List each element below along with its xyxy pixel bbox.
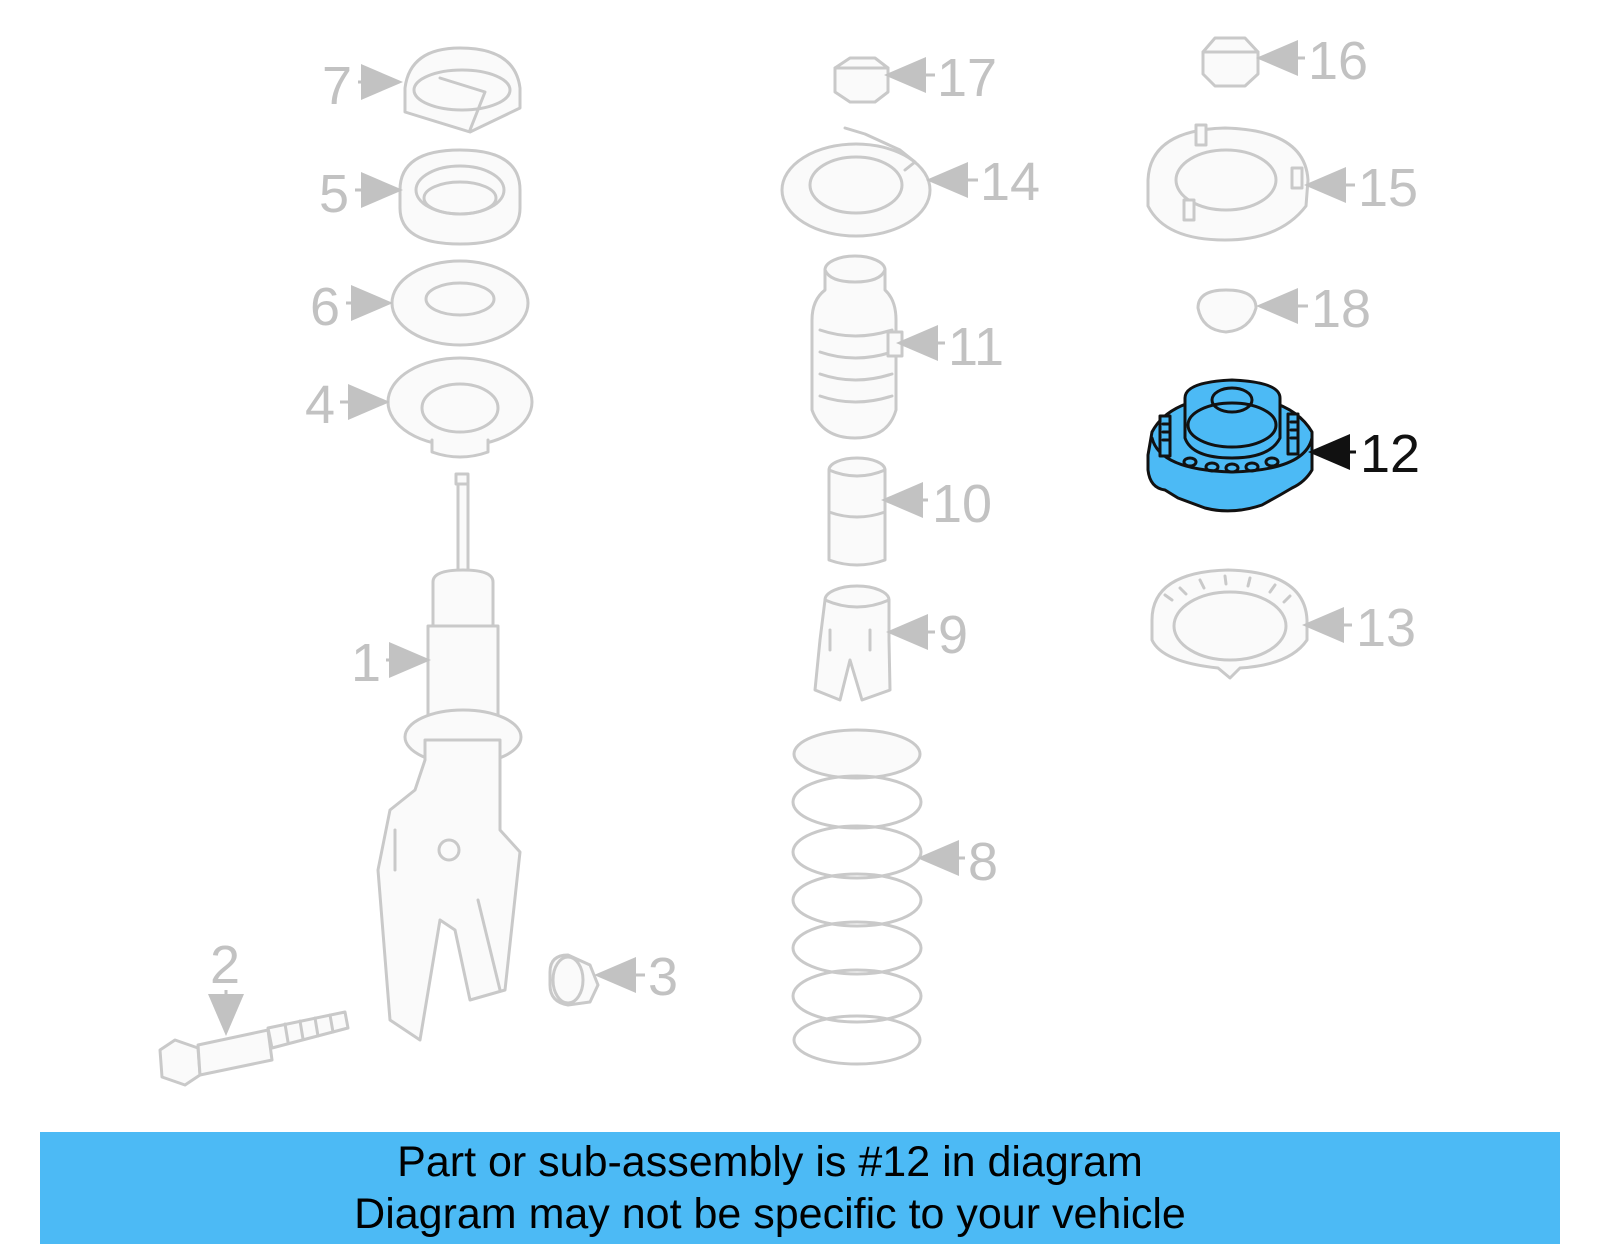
callout-3: 3 <box>648 947 678 1007</box>
callout-6: 6 <box>310 277 340 337</box>
part-10-bump-stop[interactable] <box>827 456 887 567</box>
callout-10: 10 <box>932 474 992 534</box>
callout-18: 18 <box>1311 279 1371 339</box>
part-4-cup[interactable] <box>386 356 534 459</box>
callout-9: 9 <box>938 605 968 665</box>
part-12-strut-mount-highlighted[interactable] <box>1146 378 1314 513</box>
part-2-bolt[interactable] <box>158 1010 350 1087</box>
callout-12: 12 <box>1360 424 1420 484</box>
part-18-cap[interactable] <box>1196 288 1258 334</box>
callout-8: 8 <box>968 832 998 892</box>
banner-line-2: Diagram may not be specific to your vehi… <box>354 1190 1186 1238</box>
callout-11: 11 <box>948 317 1004 377</box>
part-17-nut[interactable] <box>833 56 890 104</box>
callout-arrows <box>208 40 1356 1036</box>
part-6-washer[interactable] <box>390 259 530 347</box>
callout-17: 17 <box>937 48 997 108</box>
part-8-coil-spring[interactable] <box>791 728 923 1066</box>
callout-15: 15 <box>1358 158 1418 218</box>
callout-14: 14 <box>980 152 1040 212</box>
part-9-spacer[interactable] <box>813 584 892 702</box>
part-5-ring[interactable] <box>398 148 522 246</box>
part-15-mount-plate[interactable] <box>1146 123 1310 242</box>
callout-2: 2 <box>210 935 240 995</box>
callout-1: 1 <box>351 633 381 693</box>
banner-line-1: Part or sub-assembly is #12 in diagram <box>397 1138 1143 1186</box>
callout-5: 5 <box>319 164 349 224</box>
part-16-nut[interactable] <box>1201 36 1260 88</box>
part-3-nut[interactable] <box>548 953 600 1007</box>
callout-7: 7 <box>322 56 352 116</box>
part-1-strut[interactable] <box>376 472 523 1042</box>
part-7-upper-seat[interactable] <box>403 46 522 134</box>
callout-4: 4 <box>305 375 335 435</box>
callout-16: 16 <box>1308 31 1368 91</box>
part-13-seat-ring[interactable] <box>1150 568 1309 680</box>
callout-numbers: 7 5 6 4 1 2 3 17 14 11 10 9 8 16 15 18 1… <box>210 31 1420 1007</box>
info-banner: Part or sub-assembly is #12 in diagram D… <box>40 1132 1560 1244</box>
part-11-boot[interactable] <box>810 254 904 440</box>
part-14-mount-cover[interactable] <box>780 126 932 238</box>
callout-13: 13 <box>1356 598 1416 658</box>
